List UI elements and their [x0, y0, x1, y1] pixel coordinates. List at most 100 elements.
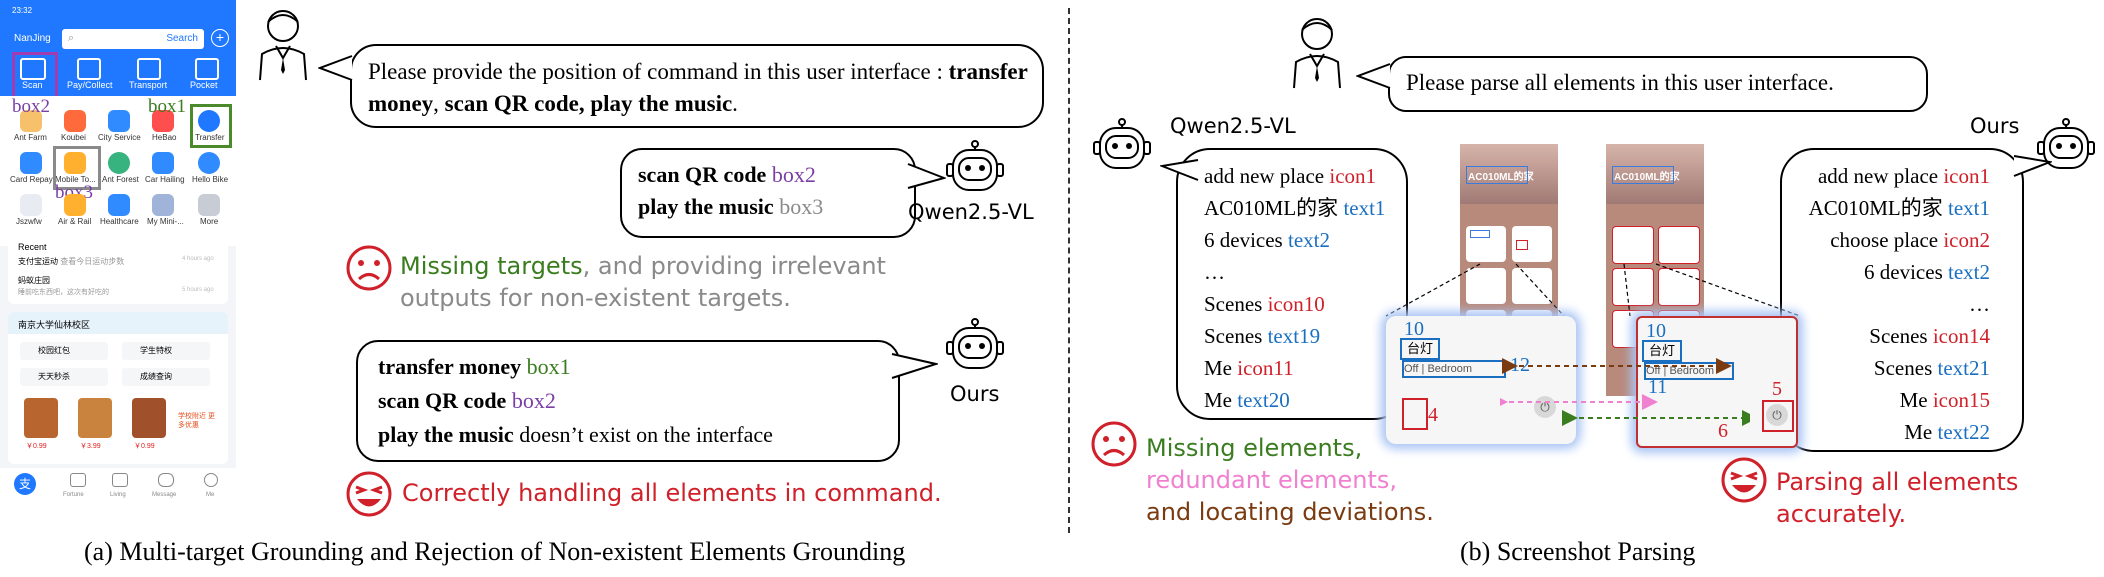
promo-link[interactable]: 学校附近 更多优惠 [178, 413, 215, 429]
recent-sub: 睡前吃东西吧，这次有好吃的 [18, 289, 109, 296]
parse-line: AC010ML的家 text1 [1808, 196, 1990, 220]
grid-mobile-topup[interactable]: Mobile To... [55, 175, 96, 184]
pay-icon[interactable] [77, 58, 101, 80]
qwen-answer-line: play the music box3 [638, 194, 824, 219]
ours-label: Ours [1970, 114, 2020, 138]
qwen-label: Qwen2.5-VL [908, 200, 1034, 224]
parse-box [1466, 166, 1528, 184]
parse-line: 6 devices text2 [1204, 228, 1330, 252]
ant-farm-icon[interactable] [20, 110, 42, 132]
campus-item[interactable]: 天天秒杀 [20, 368, 108, 386]
recent-item[interactable]: 支付宝运动 查看今日运动步数 [18, 257, 125, 266]
box3-highlight [53, 146, 101, 190]
city-service-icon[interactable] [108, 110, 130, 132]
power-icon[interactable]: ⏻ [1766, 404, 1788, 426]
campus-item[interactable]: 学生特权 [122, 342, 210, 360]
verdict-line: redundant elements, [1146, 466, 1398, 494]
grid-hello-bike[interactable]: Hello Bike [192, 175, 229, 184]
ours-answer-line: scan QR code box2 [378, 388, 556, 413]
box2-label: box2 [12, 96, 50, 117]
living-icon[interactable] [112, 473, 128, 487]
qwen-parse-list: add new place icon1 AC010ML的家 text1 6 de… [1204, 160, 1385, 416]
food-image[interactable] [24, 398, 58, 438]
device-card [1466, 268, 1506, 304]
grid-card-repay[interactable]: Card Repay [10, 175, 53, 184]
alipay-home-icon[interactable]: 支 [14, 473, 36, 495]
food-image[interactable] [132, 398, 166, 438]
recent-time: 4 hours ago [182, 256, 214, 262]
action-transport[interactable]: Transport [129, 80, 168, 90]
air-rail-icon[interactable] [64, 194, 86, 216]
more-icon[interactable] [198, 194, 220, 216]
parse-line: Scenes text19 [1204, 324, 1321, 348]
search-button[interactable]: Search [166, 33, 198, 44]
nav-message[interactable]: Message [152, 492, 177, 498]
ant-forest-icon[interactable] [108, 152, 130, 174]
search-input[interactable]: ⌕ Search [62, 29, 204, 49]
status-time: 23:32 [12, 6, 33, 15]
action-pocket[interactable]: Pocket [190, 80, 218, 90]
location-label[interactable]: NanJing [14, 33, 51, 44]
grid-transfer[interactable]: Transfer [195, 133, 225, 142]
action-scan[interactable]: Scan [22, 80, 43, 90]
device-card [1658, 226, 1700, 264]
me-icon[interactable] [204, 473, 218, 487]
scan-icon[interactable] [20, 58, 46, 80]
car-hailing-icon[interactable] [152, 152, 174, 174]
parse-line: AC010ML的家 text1 [1204, 196, 1386, 220]
nav-living[interactable]: Living [110, 492, 126, 498]
bubble-tail [1356, 63, 1391, 89]
parse-line: … [1969, 292, 1990, 316]
ours-verdict: Correctly handling all elements in comma… [402, 479, 942, 507]
grid-more[interactable]: More [200, 217, 219, 226]
transfer-icon[interactable] [198, 110, 220, 132]
campus-item[interactable]: 校园红包 [20, 342, 108, 360]
action-pay[interactable]: Pay/Collect [67, 80, 113, 90]
grid-healthcare[interactable]: Healthcare [100, 217, 139, 226]
box2-highlight [12, 52, 58, 100]
grid-mini-program[interactable]: My Mini-... [147, 217, 184, 226]
qwen-verdict: Missing targets, and providing irrelevan… [400, 252, 886, 312]
verdict-line: Parsing all elements [1776, 468, 2019, 496]
grid-koubei[interactable]: Koubei [61, 133, 86, 142]
card-repay-icon[interactable] [20, 152, 42, 174]
nav-me[interactable]: Me [206, 492, 215, 498]
mini-program-icon[interactable] [152, 194, 174, 216]
grid-city-service[interactable]: City Service [98, 133, 141, 142]
parse-line: Me text20 [1204, 388, 1290, 412]
zoom-index: 6 [1718, 420, 1728, 442]
bubble-tail [2013, 155, 2052, 177]
campus-item[interactable]: 成绩查询 [122, 368, 210, 386]
device-card [1658, 268, 1700, 306]
koubei-icon[interactable] [64, 110, 86, 132]
grid-ant-forest[interactable]: Ant Forest [102, 175, 139, 184]
qwen-parse-bubble [1176, 148, 1408, 420]
bubble-tail [907, 163, 946, 189]
campus-banner [8, 312, 228, 334]
pocket-icon[interactable] [195, 58, 219, 80]
hello-bike-icon[interactable] [198, 152, 220, 174]
healthcare-icon[interactable] [108, 194, 130, 216]
nav-fortune[interactable]: Fortune [63, 492, 84, 498]
recent-item[interactable]: 蚂蚁庄园 [18, 276, 50, 285]
add-icon[interactable]: + [211, 29, 229, 47]
fortune-icon[interactable] [70, 473, 86, 487]
hebao-icon[interactable] [152, 110, 174, 132]
price: ￥0.99 [26, 443, 47, 450]
mobile-topup-icon[interactable] [64, 152, 86, 174]
user-prompt-bubble: Please provide the position of command i… [350, 44, 1044, 128]
grid-air-rail[interactable]: Air & Rail [58, 217, 92, 226]
message-icon[interactable] [158, 473, 174, 487]
verdict-line: Missing elements, [1146, 434, 1363, 462]
grid-jszwfw[interactable]: Jszwfw [16, 217, 42, 226]
grid-car-hailing[interactable]: Car Hailing [145, 175, 185, 184]
grid-ant-farm[interactable]: Ant Farm [14, 133, 47, 142]
grid-hebao[interactable]: HeBao [152, 133, 177, 142]
zoom-index: 10 [1404, 318, 1424, 340]
transport-icon[interactable] [137, 58, 161, 80]
recent-card [8, 236, 228, 304]
bubble-tail [891, 353, 938, 379]
food-image[interactable] [78, 398, 112, 438]
jszwfw-icon[interactable] [20, 194, 42, 216]
recent-title: Recent [18, 242, 47, 252]
